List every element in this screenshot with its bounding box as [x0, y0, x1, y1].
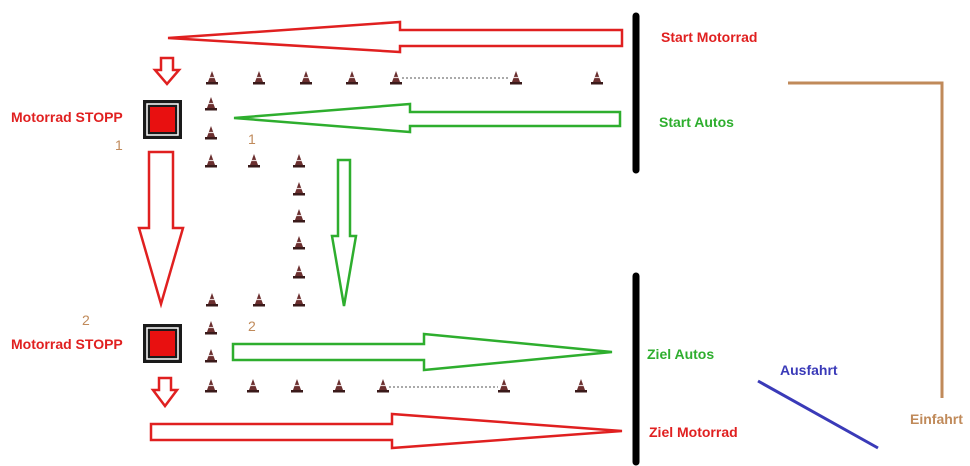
motorrad-stopp-1-label: Motorrad STOPP: [11, 109, 123, 125]
cone-icon: [206, 71, 218, 85]
ziel-autos-label: Ziel Autos: [647, 346, 715, 362]
ausfahrt-label: Ausfahrt: [780, 362, 838, 378]
cone-icon: [333, 379, 345, 393]
stop-number-1: 1: [115, 137, 123, 153]
cone-icon: [253, 71, 265, 85]
cone-icon: [248, 154, 260, 168]
stop-sign-icon: [143, 100, 182, 139]
motorrad-big-down-arrow: [137, 150, 185, 309]
cone-icon: [498, 379, 510, 393]
cone-icon: [205, 97, 217, 111]
cone-number-2: 2: [248, 318, 256, 334]
cone-icon: [291, 379, 303, 393]
cone-icon: [293, 236, 305, 250]
start-autos-label: Start Autos: [659, 114, 734, 130]
einfahrt-label: Einfahrt: [910, 411, 963, 427]
ziel-autos-arrow: [231, 332, 613, 372]
cone-icon: [205, 349, 217, 363]
motorrad-small-down-arrow-bottom: [150, 376, 180, 409]
cone-number-1: 1: [248, 131, 256, 147]
motorrad-stopp-2-label: Motorrad STOPP: [11, 336, 123, 352]
start-motorrad-label: Start Motorrad: [661, 29, 758, 45]
stop-sign-icon: [143, 324, 182, 363]
cone-icon: [591, 71, 603, 85]
einfahrt-path: [788, 81, 944, 398]
start-autos-arrow: [233, 102, 622, 134]
cone-icon: [206, 293, 218, 307]
cone-icon: [247, 379, 259, 393]
start-motorrad-arrow: [167, 20, 624, 54]
cone-icon: [253, 293, 265, 307]
motorrad-small-down-arrow-top: [152, 56, 182, 86]
cone-icon: [293, 293, 305, 307]
cone-icon: [346, 71, 358, 85]
cone-icon: [300, 71, 312, 85]
cone-icon: [205, 379, 217, 393]
ziel-motorrad-label: Ziel Motorrad: [649, 424, 738, 440]
cone-icon: [390, 71, 402, 85]
cone-icon: [205, 154, 217, 168]
cone-icon: [510, 71, 522, 85]
ziel-motorrad-arrow: [149, 412, 623, 450]
cone-icon: [293, 265, 305, 279]
cones: [205, 71, 603, 393]
cone-icon: [293, 209, 305, 223]
cone-icon: [205, 126, 217, 140]
cone-icon: [205, 321, 217, 335]
autos-down-arrow: [330, 158, 358, 307]
cone-icon: [575, 379, 587, 393]
cone-icon: [293, 182, 305, 196]
cone-icon: [293, 154, 305, 168]
ausfahrt-line: [757, 379, 879, 450]
stop-number-2: 2: [82, 312, 90, 328]
cone-icon: [377, 379, 389, 393]
